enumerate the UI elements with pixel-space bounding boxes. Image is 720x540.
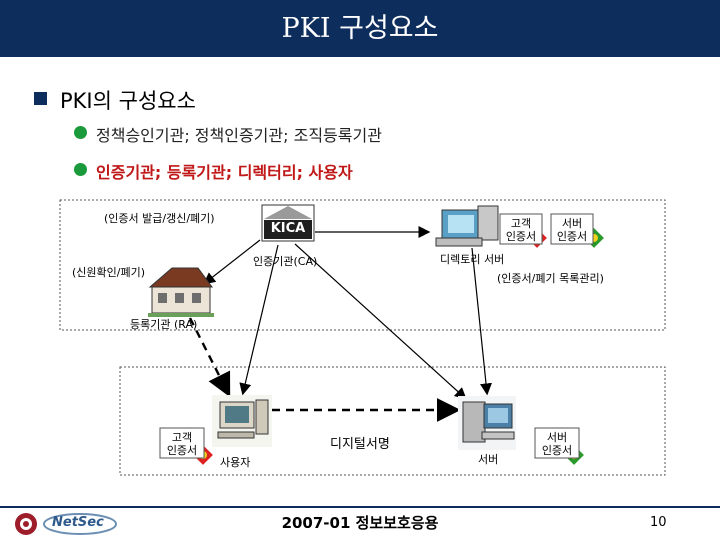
server-cert-bottom-card (534, 427, 580, 459)
bullet-dot-1 (74, 126, 87, 139)
university-emblem-icon (15, 513, 37, 535)
ra-to-user-dashed-arrow (188, 317, 231, 398)
server-cert-top-card (550, 213, 594, 245)
ra-label: 등록기관 (RA) (130, 318, 198, 331)
user-computer-icon (212, 395, 272, 447)
netsec-logo (43, 513, 117, 535)
server-computer-icon (458, 396, 516, 450)
top-region-box (59, 199, 666, 331)
directory-server-computer-icon (435, 205, 499, 247)
page-number: 10 (650, 515, 667, 530)
ra-caption: (신원확인/폐기) (72, 266, 146, 279)
kica-logo-text: KICA (270, 221, 306, 236)
ca-to-server-arrow (294, 243, 467, 400)
slide-title: PKI 구성요소 (281, 13, 439, 44)
bottom-region-box (119, 366, 666, 476)
ra-building-icon (148, 267, 214, 317)
signature-label: 디지털서명 (330, 437, 390, 452)
ca-to-user-arrow (239, 244, 279, 396)
client-cert-top-card (499, 213, 543, 245)
client-cert-top-label: 고객 인증서 (505, 217, 537, 243)
server-cert-top-label: 서버 인증서 (556, 217, 588, 243)
ca-label: 인증기관(CA) (253, 255, 318, 268)
client-cert-bottom-card (159, 427, 205, 459)
kica-logo (261, 204, 315, 242)
netsec-logo-text: NetSec (52, 515, 104, 530)
bullet-1: 정책승인기관; 정책인증기관; 조직등록기관 (96, 126, 382, 145)
title-bar (0, 0, 720, 57)
directory-label: 디렉토리 서버 (440, 253, 505, 266)
ca-to-ra-arrow (203, 239, 261, 285)
directory-to-server-arrow (471, 247, 492, 396)
footer-course: 2007-01 정보보호응용 (281, 514, 439, 532)
bullet-dot-2 (74, 163, 87, 176)
bullet-2: 인증기관; 등록기관; 디렉터리; 사용자 (96, 163, 353, 182)
server-cert-bottom-label: 서버 인증서 (541, 431, 573, 457)
server-label: 서버 (478, 453, 499, 466)
user-label: 사용자 (220, 456, 251, 469)
directory-caption: (인증서/폐기 목록관리) (497, 272, 604, 285)
slide-heading: PKI의 구성요소 (60, 89, 196, 113)
client-cert-bottom-label: 고객 인증서 (166, 431, 198, 457)
footer-divider (0, 506, 720, 508)
ca-caption: (인증서 발급/갱신/폐기) (104, 212, 215, 225)
heading-bullet (34, 92, 47, 105)
